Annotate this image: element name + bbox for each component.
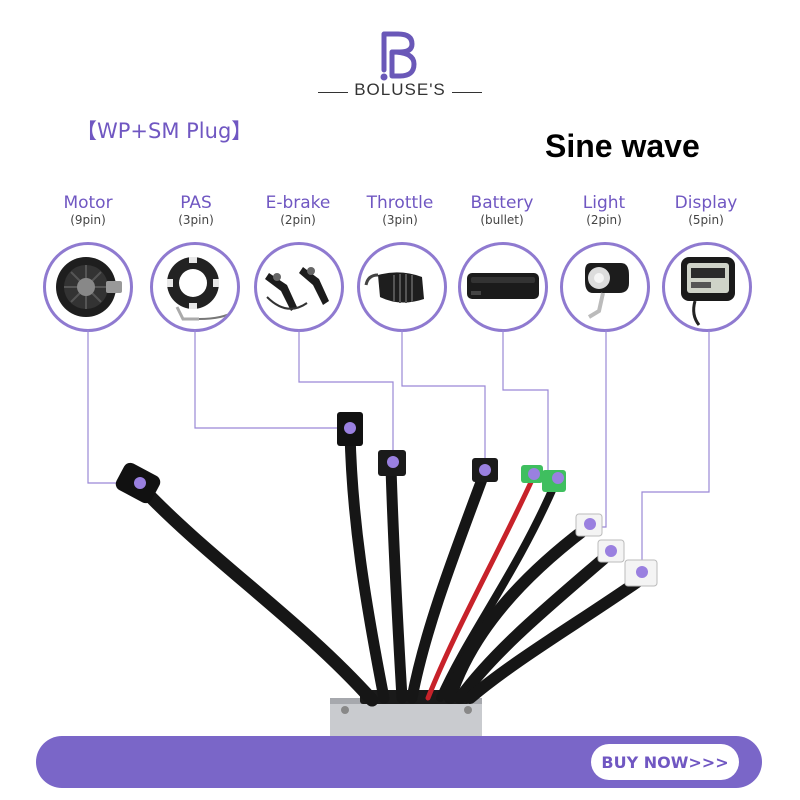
brand-logo-icon: [380, 31, 417, 81]
connector-label-battery: Battery (bullet): [447, 193, 557, 228]
connector-image-throttle: [357, 242, 447, 332]
connector-image-ebrake: [254, 242, 344, 332]
connection-dots: [134, 422, 648, 578]
brand-name: BOLUSE'S: [354, 80, 446, 99]
connector-pins: (bullet): [480, 213, 524, 227]
connector-name: Motor: [63, 193, 113, 213]
connector-label-pas: PAS (3pin): [141, 193, 251, 228]
pas-sensor-icon: [167, 257, 236, 321]
hub-motor-icon: [56, 257, 122, 317]
connector-name: Light: [582, 193, 626, 213]
buy-now-button[interactable]: BUY NOW>>>: [591, 744, 739, 780]
connector-label-display: Display (5pin): [651, 193, 761, 228]
plug-type-title: 【WP+SM Plug】: [76, 119, 253, 143]
headlight-icon: [585, 263, 629, 319]
connector-name: Throttle: [366, 193, 434, 213]
connector-pins: (3pin): [178, 213, 214, 227]
connector-name: Battery: [470, 193, 534, 213]
connector-image-motor: [43, 242, 133, 332]
brake-lever-icon: [265, 267, 329, 311]
connector-pins: (3pin): [382, 213, 418, 227]
battery-pack-icon: [467, 273, 539, 299]
connector-label-throttle: Throttle (3pin): [345, 193, 455, 228]
logo-rule-left: [318, 92, 348, 93]
connector-name: Display: [674, 193, 738, 213]
thumb-throttle-icon: [364, 272, 424, 303]
cables: [133, 426, 646, 707]
connector-pins: (5pin): [688, 213, 724, 227]
callout-lines: [87, 330, 710, 570]
connector-image-pas: [150, 242, 240, 332]
connector-pins: (2pin): [586, 213, 622, 227]
connector-pins: (2pin): [280, 213, 316, 227]
connector-name: E-brake: [265, 193, 331, 213]
logo-rule-right: [452, 92, 482, 93]
connector-image-display: [662, 242, 752, 332]
connector-label-ebrake: E-brake (2pin): [243, 193, 353, 228]
lcd-display-icon: [681, 257, 735, 326]
connector-name: PAS: [180, 193, 212, 213]
plugs: [115, 412, 658, 587]
sine-wave-title: Sine wave: [545, 128, 700, 164]
wiring-harness-diagram: [87, 330, 710, 736]
connector-image-light: [560, 242, 650, 332]
connector-pins: (9pin): [70, 213, 106, 227]
connector-label-light: Light (2pin): [549, 193, 659, 228]
connector-label-motor: Motor (9pin): [33, 193, 143, 228]
